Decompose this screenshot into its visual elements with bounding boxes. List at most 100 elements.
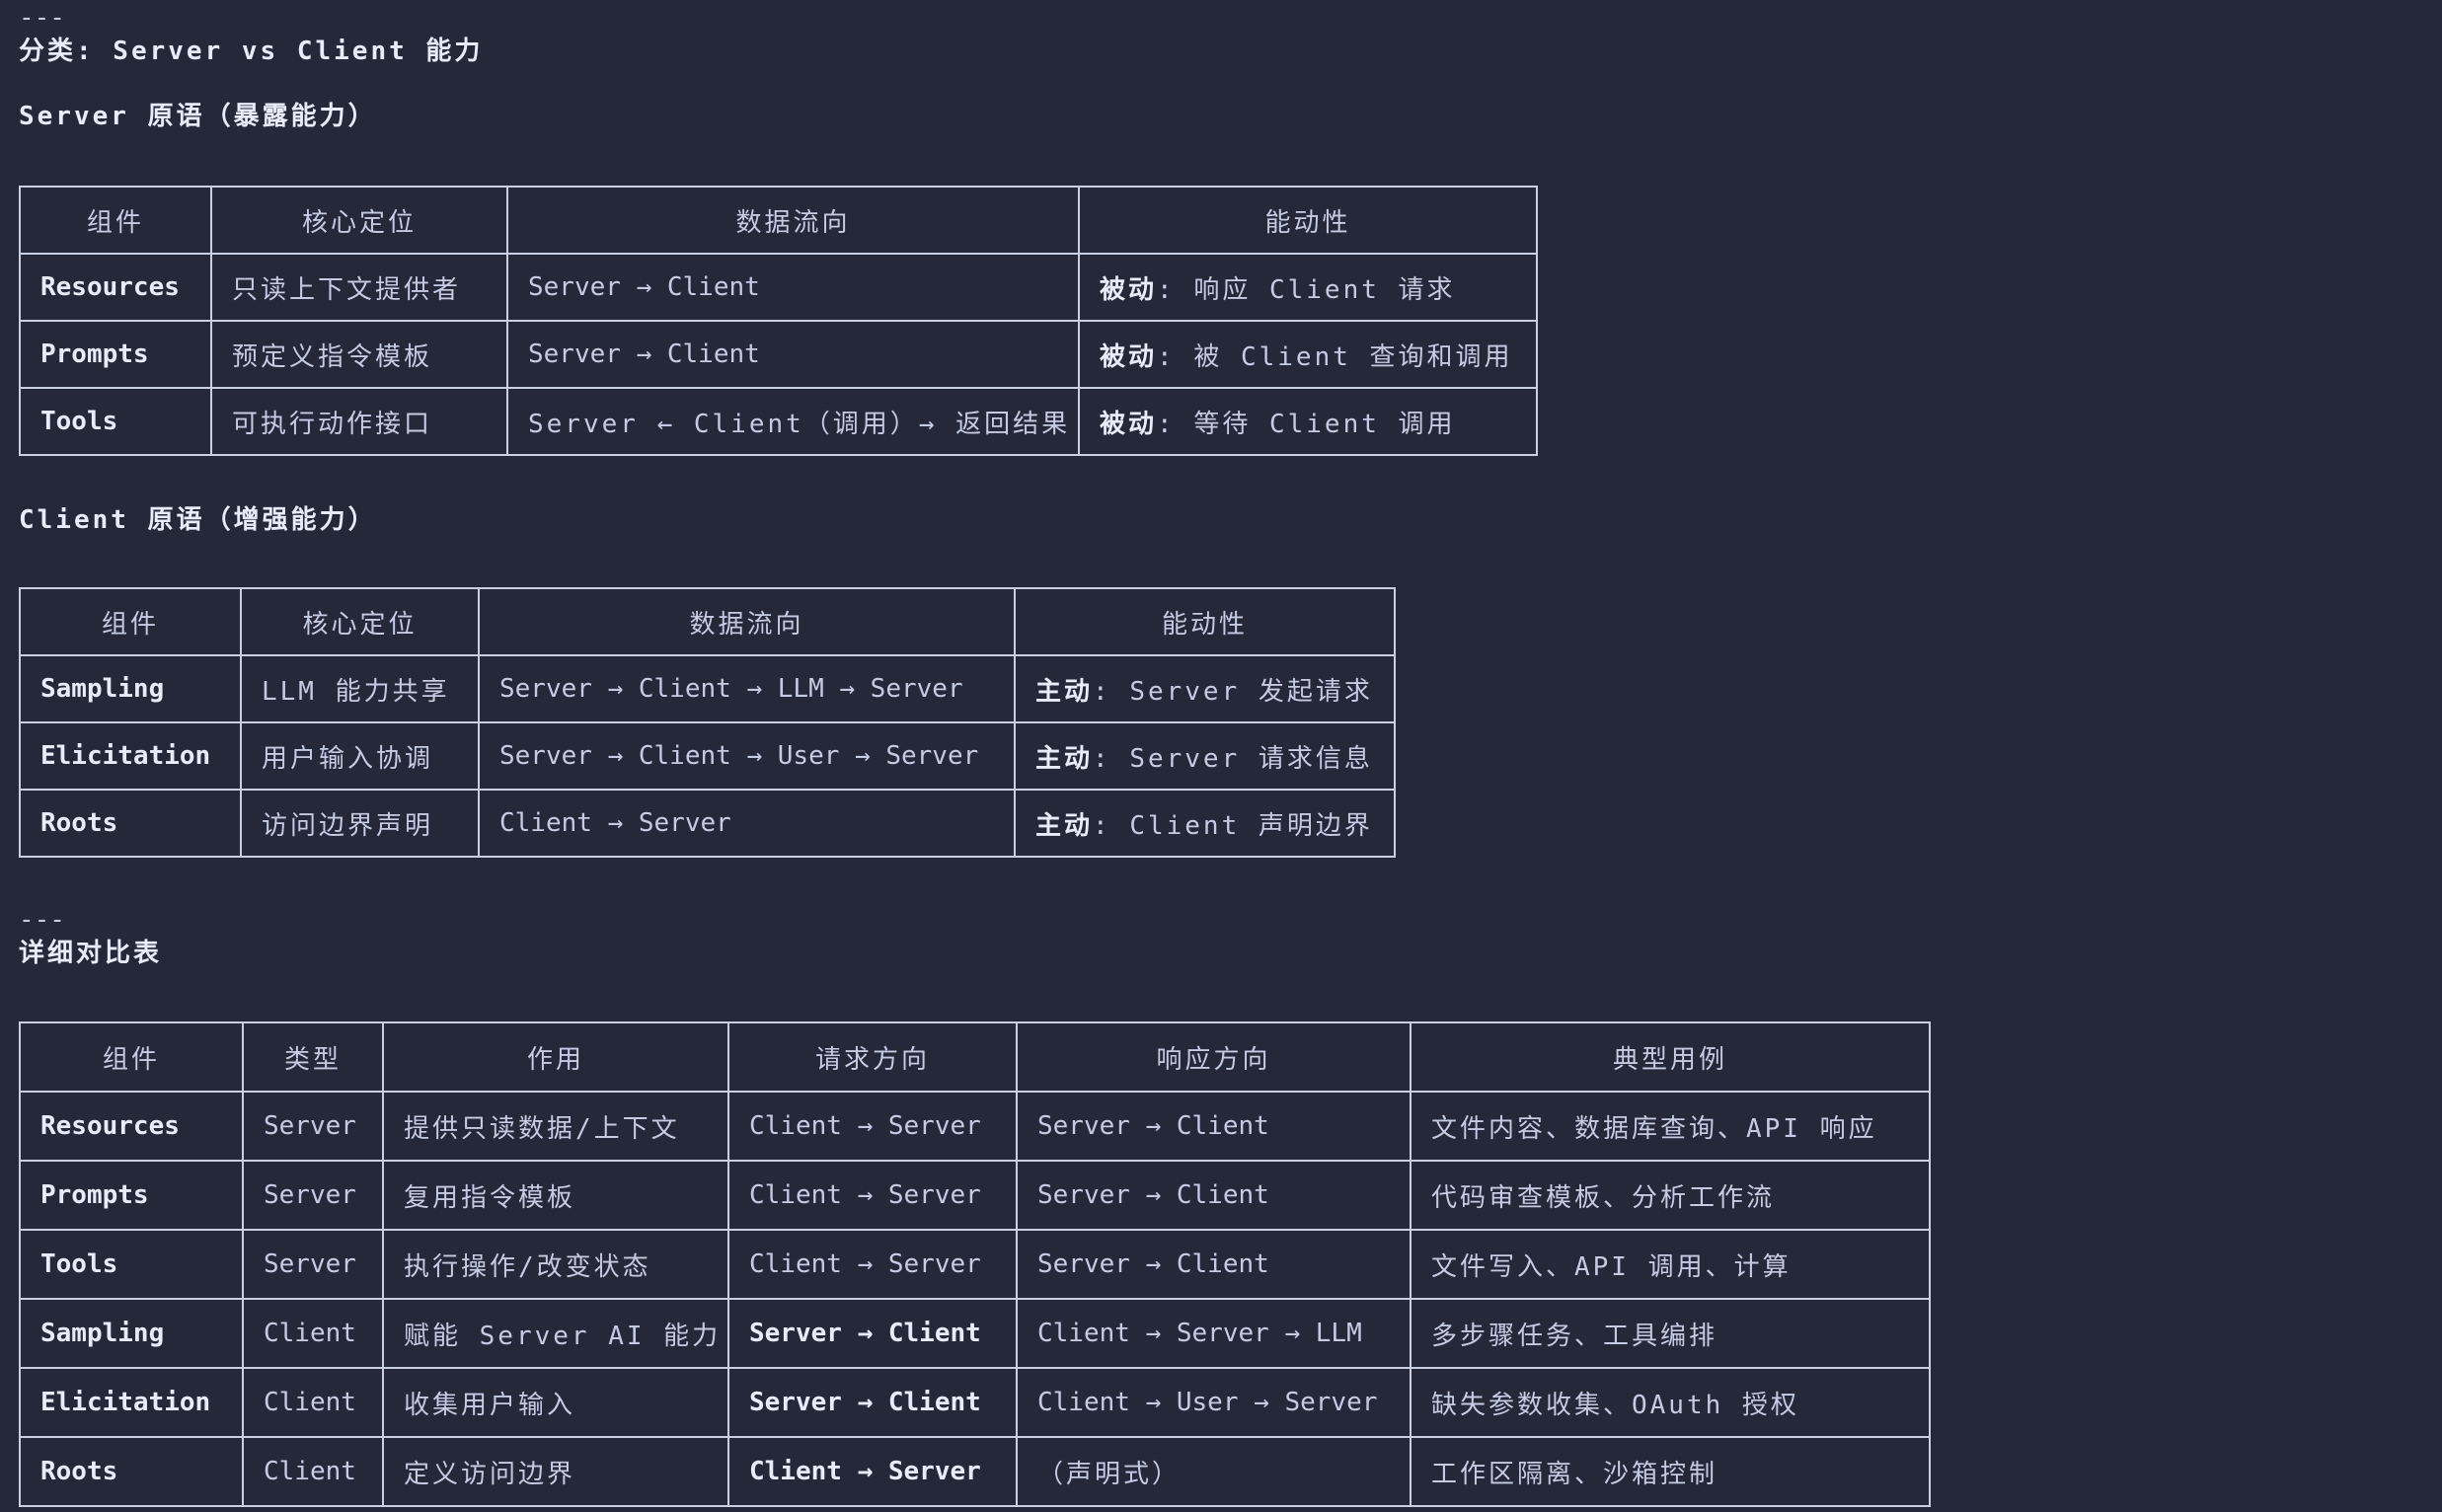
table-cell: 提供只读数据/上下文: [382, 1091, 729, 1162]
cell-text-bold: Prompts: [40, 340, 149, 369]
table-cell: Server → Client: [506, 320, 1080, 389]
cell-text: 工作区隔离、沙箱控制: [1431, 1459, 1718, 1489]
cell-text: Server → Client: [1037, 1180, 1269, 1210]
header-row: 组件核心定位数据流向能动性: [19, 587, 1396, 656]
column-header: 作用: [382, 1021, 729, 1093]
cell-text-bold: 主动: [1035, 676, 1094, 707]
cell-text: 文件内容、数据库查询、API 响应: [1431, 1113, 1877, 1144]
table-cell: 可执行动作接口: [210, 387, 508, 456]
cell-text: 收集用户输入: [404, 1390, 576, 1420]
column-header: 能动性: [1078, 186, 1538, 255]
table-cell: Tools: [19, 1229, 244, 1300]
table-cell: 用户输入协调: [240, 721, 480, 791]
cell-text: Server → Client → LLM → Server: [499, 674, 963, 704]
cell-text-bold: Server → Client: [749, 1388, 981, 1417]
detail-table-heading: 详细对比表: [19, 939, 163, 968]
cell-text-bold: 被动: [1100, 341, 1158, 372]
column-header: 响应方向: [1016, 1021, 1412, 1093]
table-cell: Prompts: [19, 1160, 244, 1231]
column-header: 组件: [19, 186, 212, 255]
cell-text-bold: Resources: [40, 272, 180, 302]
cell-text-bold: 主动: [1035, 743, 1094, 774]
cell-text-bold: Tools: [40, 1249, 118, 1279]
cell-text: : Client 声明边界: [1093, 810, 1373, 841]
table-cell: 预定义指令模板: [210, 320, 508, 389]
cell-text-bold: Roots: [40, 808, 118, 838]
cell-text: 访问边界声明: [262, 810, 434, 841]
cell-text: : 被 Client 查询和调用: [1157, 341, 1513, 372]
table-cell: 只读上下文提供者: [210, 253, 508, 322]
column-header: 类型: [242, 1021, 384, 1093]
table-cell: 主动: Server 发起请求: [1014, 654, 1396, 723]
table-cell: LLM 能力共享: [240, 654, 480, 723]
table-cell: 文件内容、数据库查询、API 响应: [1410, 1091, 1931, 1162]
cell-text: 可执行动作接口: [232, 409, 433, 439]
table-cell: 缺失参数收集、OAuth 授权: [1410, 1367, 1931, 1438]
table-cell: Server → Client: [1016, 1160, 1412, 1231]
cell-text: Server ← Client（调用）→ 返回结果: [528, 409, 1071, 439]
cell-text: Server: [264, 1180, 356, 1210]
table-cell: Resources: [19, 1091, 244, 1162]
table-cell: Server → Client → LLM → Server: [478, 654, 1016, 723]
cell-text-bold: Client → Server: [749, 1457, 981, 1486]
cell-text: （声明式）: [1037, 1459, 1182, 1489]
column-header: 数据流向: [506, 186, 1080, 255]
cell-text-bold: Roots: [40, 1457, 118, 1486]
table-cell: Client → Server: [727, 1091, 1018, 1162]
horizontal-rule-middle: ---: [19, 905, 65, 935]
cell-text: 代码审查模板、分析工作流: [1431, 1182, 1776, 1213]
cell-text: 执行操作/改变状态: [404, 1251, 651, 1282]
cell-text: 预定义指令模板: [232, 341, 433, 372]
header-row: 组件核心定位数据流向能动性: [19, 186, 1538, 255]
cell-text: Client → User → Server: [1037, 1388, 1378, 1417]
table-cell: 复用指令模板: [382, 1160, 729, 1231]
table-cell: Client: [242, 1367, 384, 1438]
cell-text: Client → Server → LLM: [1037, 1319, 1362, 1348]
cell-text-bold: Elicitation: [40, 1388, 211, 1417]
table-row: Elicitation Client 收集用户输入 Server → Client Cl…: [19, 1367, 1931, 1438]
table-cell: Client → Server: [727, 1436, 1018, 1507]
table-cell: Server: [242, 1091, 384, 1162]
table-cell: Roots: [19, 1436, 244, 1507]
cell-text-bold: Sampling: [40, 1319, 165, 1348]
column-header: 组件: [19, 1021, 244, 1093]
cell-text: : Server 请求信息: [1093, 743, 1373, 774]
table-header: 组件类型作用请求方向响应方向典型用例: [19, 1021, 1931, 1093]
table-cell: 定义访问边界: [382, 1436, 729, 1507]
cell-text: Server → Client: [1037, 1249, 1269, 1279]
table-cell: Sampling: [19, 1298, 244, 1369]
table-cell: Elicitation: [19, 721, 242, 791]
table-cell: 赋能 Server AI 能力: [382, 1298, 729, 1369]
cell-text: 多步骤任务、工具编排: [1431, 1321, 1718, 1351]
table-cell: 多步骤任务、工具编排: [1410, 1298, 1931, 1369]
table-cell: Client → Server → LLM: [1016, 1298, 1412, 1369]
table-cell: Server → Client: [727, 1298, 1018, 1369]
table-cell: 被动: 被 Client 查询和调用: [1078, 320, 1538, 389]
table-cell: 被动: 响应 Client 请求: [1078, 253, 1538, 322]
table-cell: 代码审查模板、分析工作流: [1410, 1160, 1931, 1231]
table-cell: Server ← Client（调用）→ 返回结果: [506, 387, 1080, 456]
table-cell: Server → Client: [506, 253, 1080, 322]
cell-text-bold: 主动: [1035, 810, 1094, 841]
table-cell: Client: [242, 1436, 384, 1507]
table-cell: Roots: [19, 789, 242, 858]
table-cell: Server → Client: [727, 1367, 1018, 1438]
cell-text-bold: Server → Client: [749, 1319, 981, 1348]
cell-text: 文件写入、API 调用、计算: [1431, 1251, 1792, 1282]
cell-text-bold: Elicitation: [40, 741, 211, 771]
table-cell: 收集用户输入: [382, 1367, 729, 1438]
cell-text-bold: 被动: [1100, 274, 1158, 305]
cell-text: Server: [264, 1249, 356, 1279]
